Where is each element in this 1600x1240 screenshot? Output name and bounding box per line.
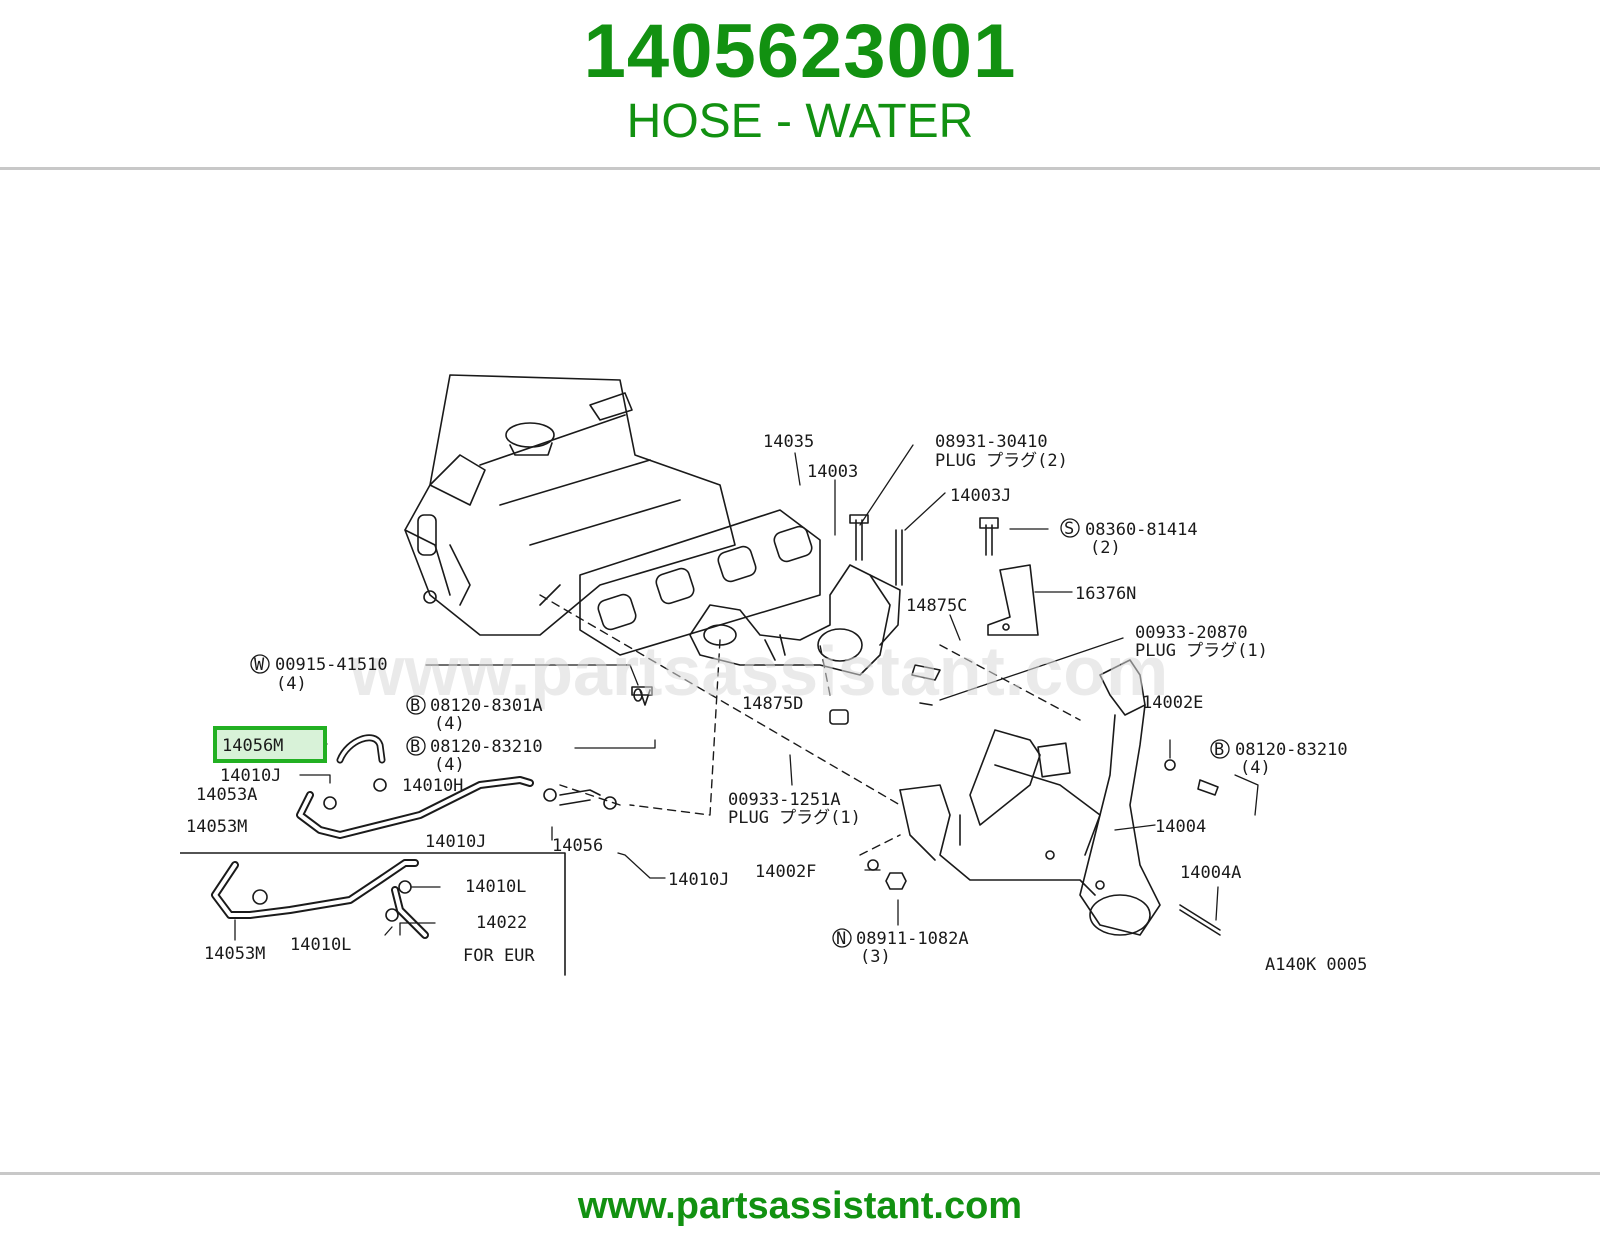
callout-16376N: 16376N <box>1075 584 1136 604</box>
callout-14022: 14022 <box>476 913 527 933</box>
front-pipe-drawing <box>899 659 1221 936</box>
callout-14010H: 14010H <box>402 776 463 796</box>
callout-00915-qty: (4) <box>276 674 307 694</box>
callout-08931-desc: PLUG プラグ(2) <box>935 451 1068 471</box>
callout-14056: 14056 <box>552 836 603 856</box>
callout-00933-20870: 00933-20870 <box>1135 623 1248 643</box>
callout-08120-83210: 08120-83210 <box>430 737 543 757</box>
routing-lines <box>539 594 1081 856</box>
callout-08120-83210-qty: (4) <box>1240 758 1271 778</box>
callout-14004A: 14004A <box>1180 863 1241 883</box>
callout-08120-83210-qty: (4) <box>434 755 465 775</box>
callout-14035: 14035 <box>763 432 814 452</box>
callout-symbol-circle <box>1060 518 1080 538</box>
callout-symbol-N: N <box>836 929 846 949</box>
callout-00933-1251A-desc: PLUG プラグ(1) <box>728 808 861 828</box>
eur-variant-box <box>179 852 566 976</box>
callout-14053M: 14053M <box>186 817 247 837</box>
callout-14010L: 14010L <box>290 935 351 955</box>
callout-symbol-B: B <box>410 737 420 757</box>
callout-08120-8301A-qty: (4) <box>434 714 465 734</box>
diagram-svg: www.partsassistant.com 14035 14003 08931… <box>179 374 1367 976</box>
parts-diagram: www.partsassistant.com 14035 14003 08931… <box>179 335 1420 1015</box>
callout-08911-1082A: 08911-1082A <box>856 929 969 949</box>
callout-14010J: 14010J <box>220 766 281 786</box>
callout-14004: 14004 <box>1155 817 1206 837</box>
callout-14003: 14003 <box>807 462 858 482</box>
callout-symbol-B: B <box>410 696 420 716</box>
callout-08120-8301A: 08120-8301A <box>430 696 543 716</box>
part-number: 1405623001 <box>583 9 1017 94</box>
callout-14010J: 14010J <box>668 870 729 890</box>
callout-symbol-circle <box>406 695 426 715</box>
callout-symbol-W: W <box>254 655 265 675</box>
callout-symbol-circle <box>1210 739 1230 759</box>
header-divider <box>0 167 1600 170</box>
callout-08911-qty: (3) <box>860 947 891 967</box>
callout-08360-81414: 08360-81414 <box>1085 520 1198 540</box>
water-hoses-drawing <box>296 734 617 839</box>
callout-symbol-circle <box>832 928 852 948</box>
callout-08931-30410: 08931-30410 <box>935 432 1048 452</box>
callout-14010L: 14010L <box>465 877 526 897</box>
callout-08360-qty: (2) <box>1090 538 1121 558</box>
watermark: www.partsassistant.com <box>349 632 1168 710</box>
callout-14003J: 14003J <box>950 486 1011 506</box>
callout-00915-41510: 00915-41510 <box>275 655 388 675</box>
callout-symbol-B: B <box>1214 740 1224 760</box>
callout-14002F: 14002F <box>755 862 816 882</box>
part-description: HOSE - WATER <box>626 95 974 148</box>
diagram-code: A140K 0005 <box>1265 955 1367 975</box>
callout-symbol-circle <box>250 654 270 674</box>
footer-divider <box>0 1172 1600 1175</box>
cylinder-head-drawing <box>404 374 736 636</box>
callout-14010J: 14010J <box>425 832 486 852</box>
callout-00933-20870-desc: PLUG プラグ(1) <box>1135 641 1268 661</box>
callout-14053M: 14053M <box>204 944 265 964</box>
callout-for-eur: FOR EUR <box>463 946 535 966</box>
manifold-gasket-drawing <box>579 509 821 656</box>
callout-14056M[interactable]: 14056M <box>222 736 283 756</box>
callout-symbol-circle <box>406 736 426 756</box>
callout-14875C: 14875C <box>906 596 967 616</box>
callout-14002E: 14002E <box>1142 693 1203 713</box>
callout-14053A: 14053A <box>196 785 257 805</box>
nuts-drawing <box>867 759 1219 890</box>
callout-symbol-S: S <box>1064 519 1074 539</box>
footer-url[interactable]: www.partsassistant.com <box>577 1185 1023 1227</box>
callout-08120-83210: 08120-83210 <box>1235 740 1348 760</box>
callout-00933-1251A: 00933-1251A <box>728 790 841 810</box>
callout-14875D: 14875D <box>742 694 803 714</box>
small-fasteners-drawing <box>631 514 999 725</box>
bracket-drawing <box>987 564 1039 636</box>
highlighted-part-box[interactable] <box>213 726 327 763</box>
page-header: 1405623001 HOSE - WATER <box>0 0 1600 168</box>
